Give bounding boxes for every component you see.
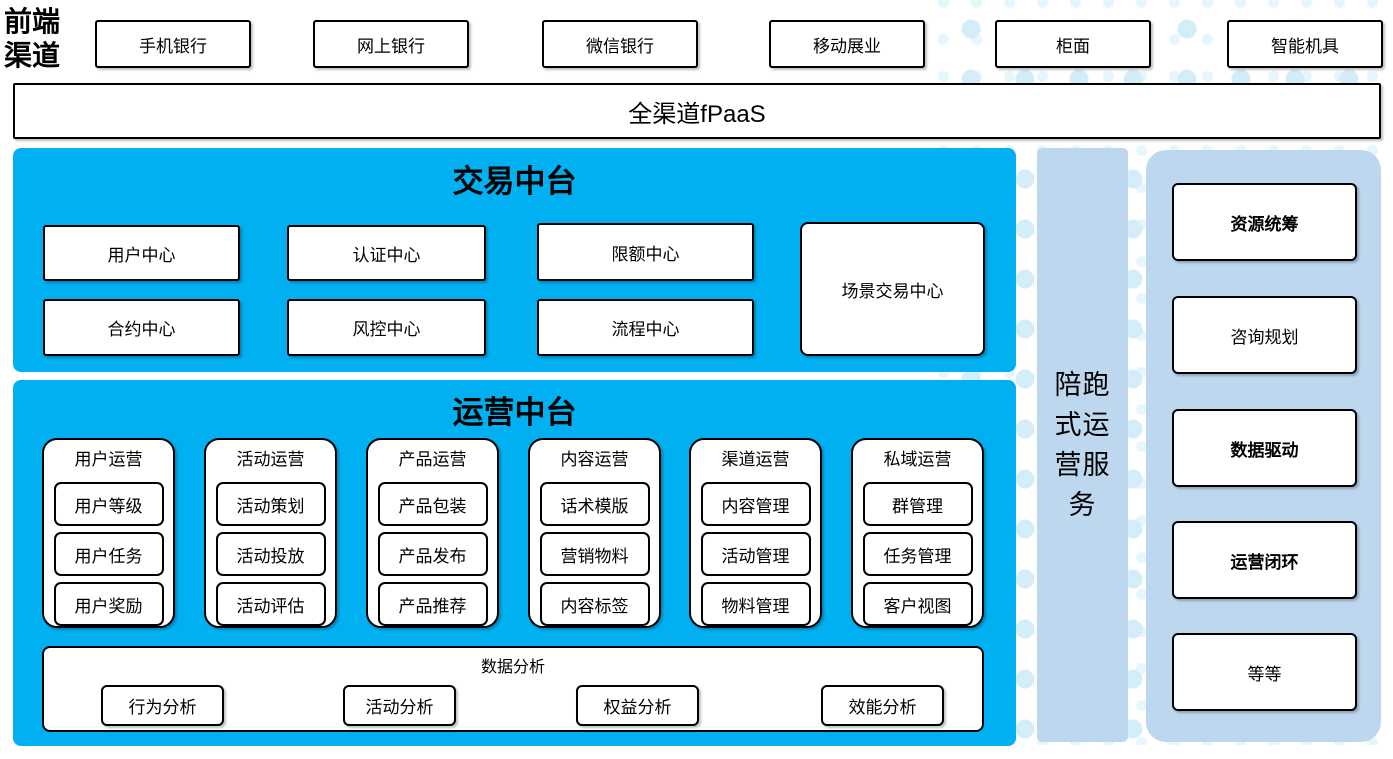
group-activity-ops: 活动运营 活动策划 活动投放 活动评估: [204, 438, 337, 628]
channel-box-counter: 柜面: [995, 20, 1151, 68]
analysis-item-benefit: 权益分析: [576, 685, 699, 726]
center-box-risk: 风控中心: [287, 299, 486, 356]
center-box-limit: 限额中心: [537, 223, 754, 281]
channel-box-smart-machines: 智能机具: [1227, 20, 1383, 68]
service-column: 资源统筹 咨询规划 数据驱动 运营闭环 等等: [1146, 150, 1381, 742]
group-product-ops: 产品运营 产品包装 产品发布 产品推荐: [366, 438, 499, 628]
group-item: 产品发布: [377, 532, 488, 576]
center-box-scene-trade: 场景交易中心: [800, 222, 985, 356]
analysis-item-activity: 活动分析: [343, 685, 456, 726]
front-channels-label-line2: 渠道: [4, 41, 61, 72]
group-item: 产品包装: [377, 482, 488, 526]
ops-platform-section: 运营中台 用户运营 用户等级 用户任务 用户奖励 活动运营 活动策划 活动投放 …: [13, 380, 1016, 746]
group-item: 群管理: [862, 482, 973, 526]
group-title: 渠道运营: [721, 450, 790, 469]
group-title: 活动运营: [236, 450, 305, 469]
group-item: 用户等级: [53, 482, 164, 526]
channel-box-mobile-sales: 移动展业: [769, 20, 925, 68]
center-box-contract: 合约中心: [43, 299, 240, 356]
service-box-resource-planning: 资源统筹: [1172, 183, 1357, 261]
data-analysis-box: 数据分析 行为分析 活动分析 权益分析 效能分析: [42, 646, 984, 732]
center-box-process: 流程中心: [537, 299, 754, 356]
group-item: 内容管理: [700, 482, 811, 526]
group-item: 客户视图: [862, 582, 973, 626]
group-title: 产品运营: [398, 450, 467, 469]
trade-platform-title: 交易中台: [452, 164, 577, 199]
center-box-user: 用户中心: [43, 225, 240, 281]
group-title: 用户运营: [74, 450, 143, 469]
group-item: 用户奖励: [53, 582, 164, 626]
channel-box-online-banking: 网上银行: [313, 20, 469, 68]
group-title: 内容运营: [560, 450, 629, 469]
group-item: 活动投放: [215, 532, 326, 576]
group-user-ops: 用户运营 用户等级 用户任务 用户奖励: [42, 438, 175, 628]
group-item: 活动管理: [700, 532, 811, 576]
front-channels-label-line1: 前端: [4, 7, 61, 38]
group-item: 产品推荐: [377, 582, 488, 626]
service-box-consulting: 咨询规划: [1172, 296, 1357, 374]
analysis-item-efficiency: 效能分析: [821, 685, 944, 726]
group-private-domain-ops: 私域运营 群管理 任务管理 客户视图: [851, 438, 984, 628]
group-item: 内容标签: [539, 582, 650, 626]
side-service-label: 陪跑式运营服务: [1054, 370, 1111, 520]
group-title: 私域运营: [883, 450, 952, 469]
group-item: 营销物料: [539, 532, 650, 576]
group-item: 活动评估: [215, 582, 326, 626]
ops-platform-title: 运营中台: [452, 395, 577, 430]
channel-box-mobile-banking: 手机银行: [95, 20, 251, 68]
group-item: 物料管理: [700, 582, 811, 626]
group-item: 活动策划: [215, 482, 326, 526]
analysis-item-behavior: 行为分析: [101, 685, 224, 726]
group-item: 任务管理: [862, 532, 973, 576]
group-item: 话术模版: [539, 482, 650, 526]
fpaas-bar: 全渠道fPaaS: [13, 83, 1381, 139]
group-content-ops: 内容运营 话术模版 营销物料 内容标签: [528, 438, 661, 628]
center-box-auth: 认证中心: [287, 225, 486, 281]
channel-box-wechat-banking: 微信银行: [542, 20, 698, 68]
front-channels-label: 前端 渠道: [4, 6, 60, 74]
data-analysis-title: 数据分析: [480, 659, 545, 676]
group-channel-ops: 渠道运营 内容管理 活动管理 物料管理: [689, 438, 822, 628]
service-box-ops-loop: 运营闭环: [1172, 521, 1357, 599]
trade-platform-section: 交易中台 用户中心 认证中心 限额中心 合约中心 风控中心 流程中心 场景交易中…: [13, 148, 1016, 372]
side-service-strip: 陪跑式运营服务: [1037, 148, 1128, 742]
group-item: 用户任务: [53, 532, 164, 576]
service-box-etc: 等等: [1172, 633, 1357, 711]
service-box-data-driven: 数据驱动: [1172, 409, 1357, 487]
